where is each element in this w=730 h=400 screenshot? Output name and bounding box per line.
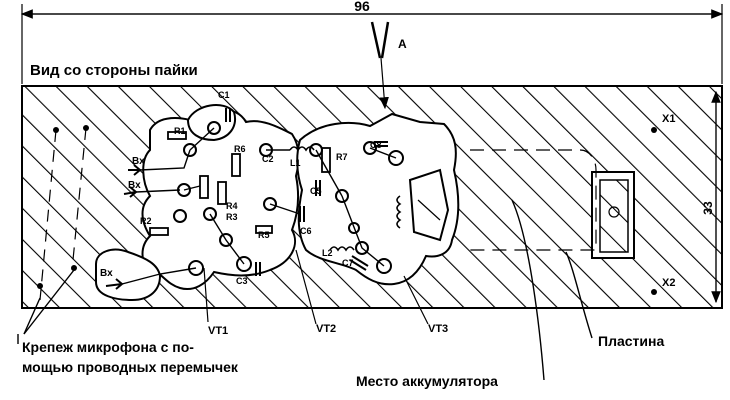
mic-mount-label-line1: Крепеж микрофона с по- bbox=[22, 339, 194, 355]
label-c5: C5 bbox=[310, 186, 322, 196]
component-area-left bbox=[141, 109, 300, 290]
transistor-callouts: VT1 VT2 VT3 bbox=[203, 249, 448, 337]
label-c8: C8 bbox=[370, 140, 382, 150]
coil-vertical bbox=[396, 195, 402, 229]
width-dimension-value: 96 bbox=[354, 0, 370, 14]
height-dimension: 33 bbox=[701, 86, 723, 308]
label-c2: C2 bbox=[262, 154, 274, 164]
plate-label: Пластина bbox=[598, 333, 664, 349]
terminal-x2-label: X2 bbox=[662, 277, 675, 289]
label-r3: R3 bbox=[226, 212, 238, 222]
battery-place-outline bbox=[470, 149, 597, 251]
label-input-2: Вх bbox=[128, 180, 141, 191]
label-c1: C1 bbox=[218, 90, 230, 100]
label-r4: R4 bbox=[226, 201, 238, 211]
mic-mount-wire-1 bbox=[39, 129, 57, 301]
mic-mount-label-line2: мощью проводных перемычек bbox=[22, 359, 239, 375]
coil-l2 bbox=[329, 246, 355, 252]
pcb-board: X1 X2 bbox=[21, 85, 723, 309]
label-r5: R5 bbox=[258, 230, 270, 240]
label-vt2: VT2 bbox=[316, 323, 336, 335]
label-input-3: Вх bbox=[100, 268, 113, 279]
traces bbox=[121, 127, 397, 285]
label-c6: C6 bbox=[300, 226, 312, 236]
width-dimension: 96 bbox=[20, 0, 724, 84]
callout-leaders bbox=[17, 199, 593, 381]
components bbox=[105, 108, 404, 290]
antenna-label: А bbox=[398, 37, 407, 51]
label-c3: C3 bbox=[236, 276, 248, 286]
label-l1: L1 bbox=[290, 158, 301, 168]
input-arrow-3 bbox=[105, 278, 124, 290]
label-vt3: VT3 bbox=[428, 323, 448, 335]
input-arrow-1 bbox=[128, 164, 142, 176]
input-pad-area bbox=[95, 248, 162, 302]
battery-place-label: Место аккумулятора bbox=[356, 373, 498, 389]
label-input-1: Вх bbox=[132, 156, 145, 167]
battery-contact-pad bbox=[408, 168, 450, 242]
mic-mount-wire-2 bbox=[71, 127, 87, 271]
terminal-x1-label: X1 bbox=[662, 113, 675, 125]
capacitor-plates bbox=[225, 108, 388, 276]
solder-pads bbox=[173, 121, 404, 276]
label-c7: C7 bbox=[342, 258, 354, 268]
component-area-right bbox=[296, 112, 460, 286]
label-r2: R2 bbox=[140, 216, 152, 226]
coil-l1 bbox=[289, 146, 315, 152]
label-r7: R7 bbox=[336, 152, 348, 162]
height-dimension-value: 33 bbox=[701, 201, 715, 215]
view-label: Вид со стороны пайки bbox=[30, 62, 198, 79]
input-arrow-2 bbox=[123, 186, 138, 198]
label-vt1: VT1 bbox=[208, 325, 228, 337]
label-r1: R1 bbox=[174, 126, 186, 136]
component-labels: C1 R1 R2 R3 R4 R5 R6 R7 C2 C3 C5 C6 C7 C… bbox=[100, 90, 382, 286]
label-l2: L2 bbox=[322, 248, 333, 258]
label-r6: R6 bbox=[234, 144, 246, 154]
resistor-bodies bbox=[149, 131, 331, 236]
